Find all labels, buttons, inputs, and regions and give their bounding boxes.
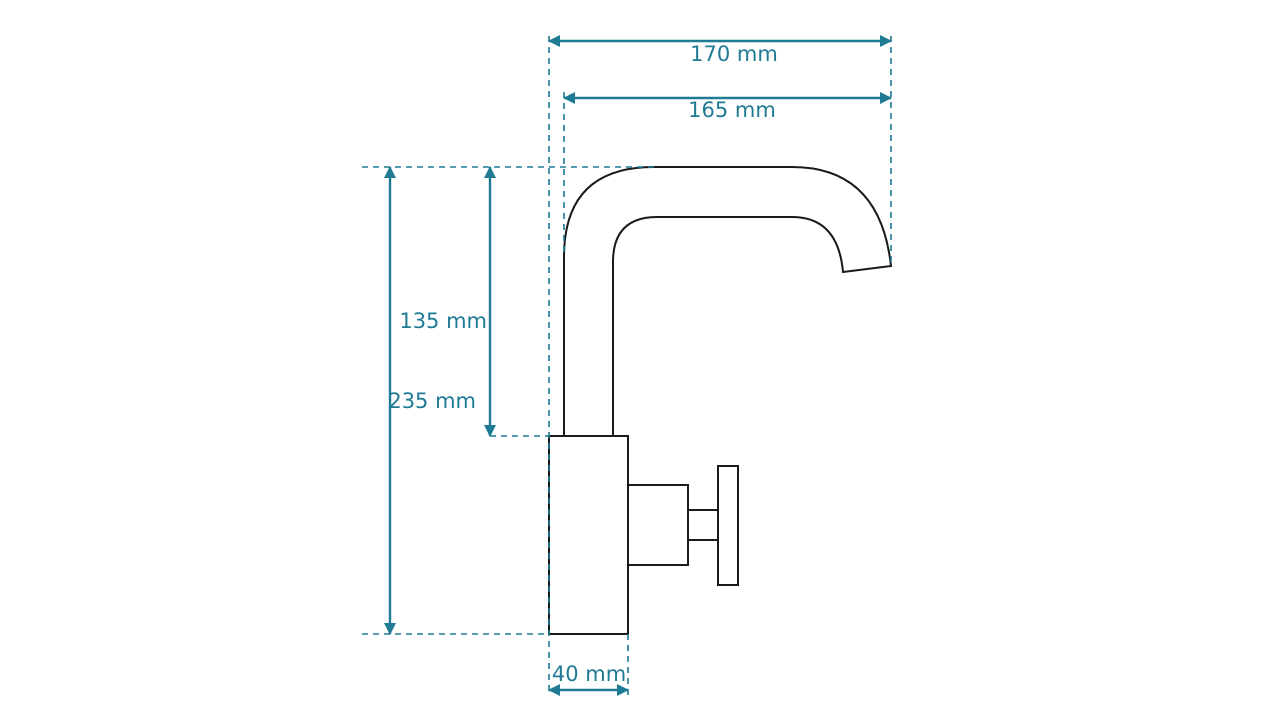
- label-height-spout: 135 mm: [399, 309, 487, 333]
- faucet-outline: [548, 166, 893, 635]
- spout-pipe: [563, 166, 893, 436]
- dimension-lines: [384, 35, 892, 696]
- extension-lines: [362, 36, 892, 696]
- label-width-total: 170 mm: [690, 42, 778, 66]
- label-width-spout: 165 mm: [688, 98, 776, 122]
- valve-stem: [687, 509, 719, 541]
- label-height-total: 235 mm: [388, 389, 476, 413]
- faucet-body: [548, 435, 629, 635]
- label-body-width: 40 mm: [552, 662, 626, 686]
- valve-housing: [627, 484, 689, 566]
- cross-handle: [717, 465, 739, 586]
